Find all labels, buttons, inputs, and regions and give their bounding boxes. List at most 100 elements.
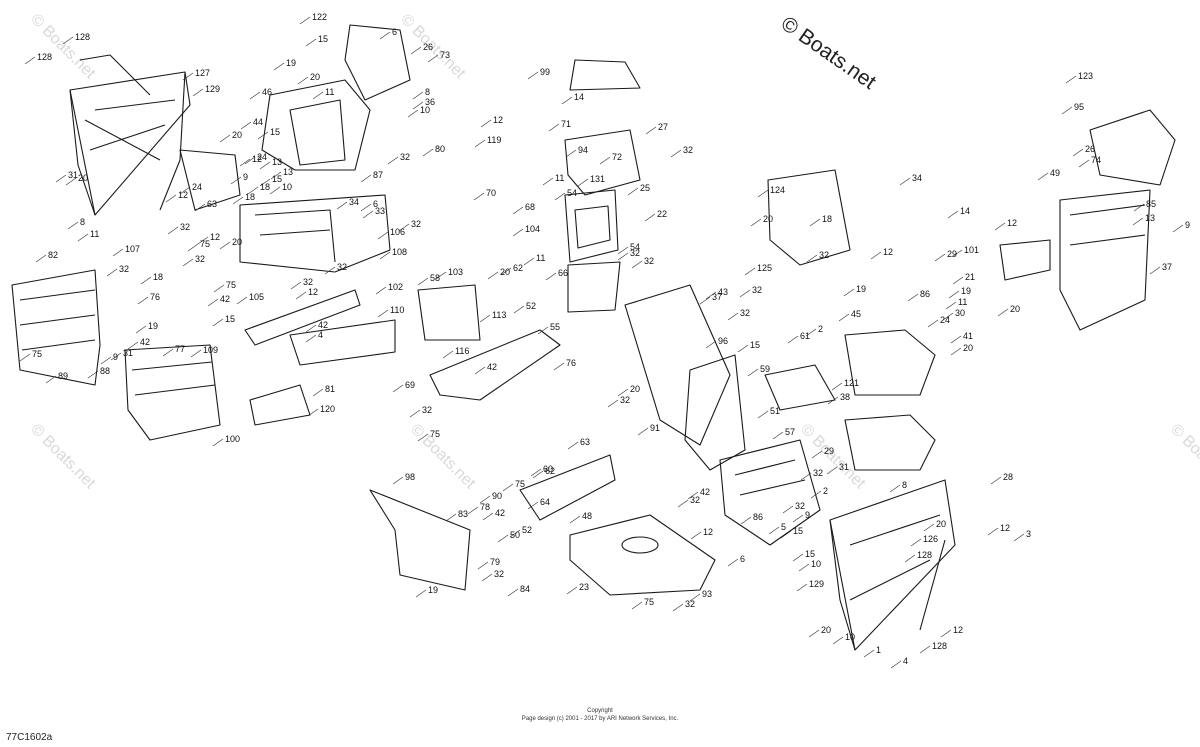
leader-line: [607, 399, 619, 408]
part-number-label: 68: [525, 202, 535, 212]
watermark-text: © Boats.net: [797, 421, 869, 493]
center-bezel-lower: [567, 261, 621, 313]
leader-line: [392, 476, 404, 485]
leader-line: [377, 231, 389, 240]
part-number-label: 62: [545, 466, 555, 476]
part-number-label: 63: [580, 437, 590, 447]
leader-line: [77, 233, 89, 242]
part-number-label: 32: [644, 256, 654, 266]
leader-line: [398, 223, 410, 232]
part-number-label: 101: [964, 245, 979, 255]
leader-line: [512, 228, 524, 237]
part-number-label: 54: [630, 242, 640, 252]
part-number-label: 10: [811, 559, 821, 569]
part-number-label: 121: [844, 378, 859, 388]
leader-line: [55, 174, 67, 183]
part-number-label: 5: [781, 522, 786, 532]
leader-line: [497, 534, 509, 543]
part-number-label: 11: [325, 87, 334, 97]
part-number-label: 55: [550, 322, 560, 332]
leader-line: [110, 352, 122, 361]
leader-line: [409, 409, 421, 418]
leader-line: [513, 305, 525, 314]
part-number-label: 21: [965, 272, 975, 282]
leader-line: [617, 246, 629, 255]
part-number-label: 75: [515, 479, 525, 489]
copyright-line: Page design (c) 2001 - 2017 by ARI Netwo…: [521, 716, 679, 722]
part-number-label: 44: [253, 117, 263, 127]
part-number-label: 99: [540, 67, 550, 77]
leader-line: [187, 243, 199, 252]
part-number-label: 125: [757, 263, 772, 273]
part-number-label: 13: [1145, 213, 1155, 223]
part-number-label: 52: [526, 301, 536, 311]
leader-line: [324, 266, 336, 275]
part-number-label: 82: [48, 250, 58, 260]
leader-line: [379, 251, 391, 260]
leader-line: [417, 277, 429, 286]
leader-line: [35, 254, 47, 263]
part-number-label: 34: [349, 197, 359, 207]
leader-line: [567, 441, 579, 450]
leader-line: [19, 353, 31, 362]
diagram-id: 77C1602a: [6, 732, 53, 743]
part-number-label: 119: [487, 135, 501, 145]
leader-line: [690, 531, 702, 540]
leader-line: [952, 276, 964, 285]
part-number-label: 59: [760, 364, 770, 374]
leader-line: [566, 586, 578, 595]
part-number-label: 20: [936, 519, 946, 529]
part-number-label: 72: [612, 152, 622, 162]
part-number-label: 32: [795, 501, 805, 511]
leader-line: [689, 593, 701, 602]
leader-line: [212, 438, 224, 447]
part-number-label: 32: [494, 569, 504, 579]
part-number-label: 87: [373, 170, 383, 180]
leader-line: [137, 296, 149, 305]
part-number-label: 120: [320, 404, 335, 414]
leader-line: [307, 408, 319, 417]
part-number-label: 19: [428, 585, 438, 595]
leader-line: [387, 156, 399, 165]
side-trim-center: [519, 454, 616, 521]
leader-line: [561, 96, 573, 105]
leader-line: [831, 382, 843, 391]
sill-plate: [249, 384, 311, 426]
leader-line: [305, 38, 317, 47]
leader-line: [240, 121, 252, 130]
part-number-label: 34: [912, 173, 922, 183]
part-number-label: 126: [923, 534, 938, 544]
part-number-label: 32: [400, 152, 410, 162]
part-number-label: 20: [963, 343, 973, 353]
part-number-label: 26: [1085, 144, 1095, 154]
part-number-label: 93: [702, 589, 712, 599]
part-number-label: 18: [153, 272, 163, 282]
leader-line: [737, 344, 749, 353]
part-number-label: 20: [78, 173, 88, 183]
right-wall-panel: [1059, 189, 1151, 331]
leader-line: [740, 516, 752, 525]
leader-line: [502, 483, 514, 492]
part-number-label: 23: [579, 582, 589, 592]
leader-line: [904, 554, 916, 563]
rear-harness: [1089, 109, 1176, 186]
part-number-label: 6: [392, 27, 397, 37]
leader-line: [273, 62, 285, 71]
leader-line: [705, 340, 717, 349]
leader-line: [747, 368, 759, 377]
leader-line: [24, 56, 36, 65]
leader-line: [537, 326, 549, 335]
part-number-label: 61: [800, 331, 810, 341]
leader-line: [705, 291, 717, 300]
leader-line: [45, 375, 57, 384]
leader-line: [474, 366, 486, 375]
leader-line: [951, 249, 963, 258]
part-number-label: 32: [740, 308, 750, 318]
leader-line: [87, 370, 99, 379]
center-bezel-upper: [564, 189, 619, 263]
leader-line: [1072, 148, 1084, 157]
leader-line: [523, 257, 535, 266]
part-number-label: 24: [192, 182, 202, 192]
leader-line: [744, 267, 756, 276]
part-number-label: 6: [373, 199, 378, 209]
